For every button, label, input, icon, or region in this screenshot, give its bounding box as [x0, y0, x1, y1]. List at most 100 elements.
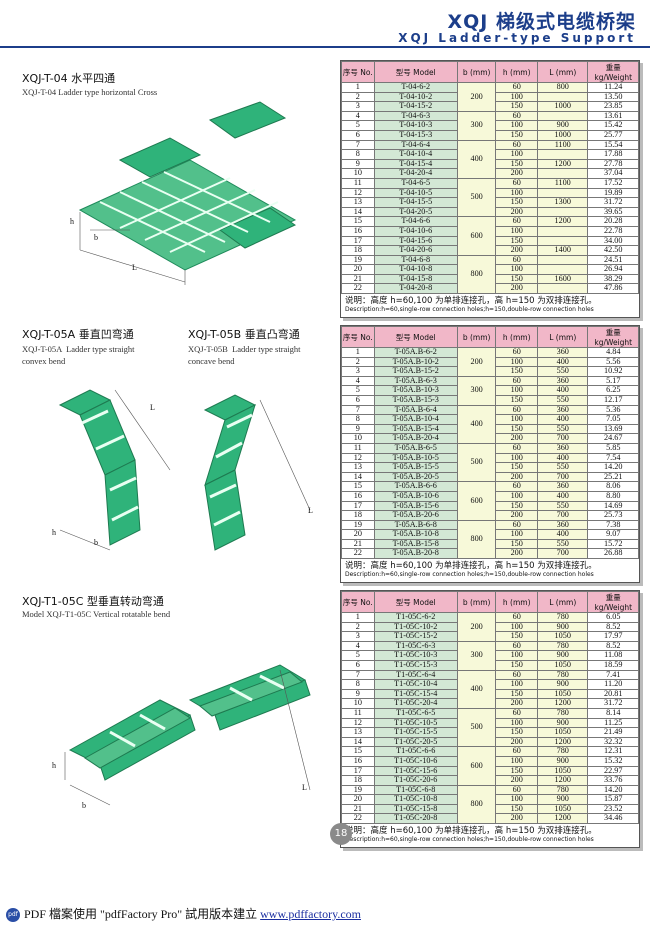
cell-no: 1 [341, 82, 375, 93]
cell-h: 200 [495, 510, 538, 521]
cell-weight: 12.31 [587, 746, 639, 757]
cell-no: 18 [341, 510, 375, 521]
cell-l: 550 [536, 394, 589, 406]
cell-h: 100 [495, 755, 538, 767]
column-header: L (mm) [536, 61, 589, 83]
section-title-2: XQJ-T-05B 垂直凸弯通 [188, 328, 300, 341]
cell-h: 200 [495, 245, 538, 256]
cell-model: T1-05C-15-5 [373, 727, 458, 738]
cell-weight: 17.97 [587, 631, 639, 642]
cell-h: 100 [495, 679, 538, 690]
page-number: 18 [330, 823, 352, 845]
table-note-en: Description:h=60,single-row connection h… [345, 306, 594, 314]
cell-l: 550 [536, 366, 589, 377]
cell-weight: 26.88 [587, 548, 639, 560]
cell-model: T-05A.B-20-4 [373, 433, 458, 444]
cell-h: 60 [495, 347, 538, 358]
cell-no: 6 [341, 394, 375, 406]
cell-h: 150 [495, 727, 538, 738]
cell-weight: 21.49 [587, 727, 639, 738]
cell-l [536, 254, 589, 266]
cell-h: 60 [495, 216, 538, 227]
cell-h: 60 [495, 481, 538, 492]
cell-l: 360 [536, 347, 589, 358]
cell-model: T-04-10-4 [373, 149, 458, 160]
cell-no: 8 [341, 679, 375, 690]
column-header: 重量 kg/Weight [587, 326, 639, 348]
column-header: 型号 Model [373, 326, 458, 348]
cell-b: 600 [456, 216, 497, 256]
cell-weight: 31.72 [587, 197, 639, 208]
cell-no: 10 [341, 433, 375, 444]
cell-weight: 8.06 [587, 481, 639, 492]
cell-h: 100 [495, 225, 538, 237]
cell-l: 360 [536, 481, 589, 492]
cell-b: 300 [456, 640, 497, 671]
fig-label-l: L [302, 783, 307, 792]
cell-l: 1000 [536, 129, 589, 141]
cell-h: 200 [495, 283, 538, 295]
cell-model: T-05A.B-20-6 [373, 510, 458, 521]
fig-label-b: b [94, 538, 98, 547]
cell-b: 200 [456, 612, 497, 642]
cell-no: 3 [341, 366, 375, 377]
fig-label-b: b [82, 801, 86, 810]
cell-l: 1050 [536, 659, 589, 671]
cell-h: 200 [495, 813, 538, 825]
cell-weight: 34.46 [587, 813, 639, 825]
cell-l [536, 264, 589, 275]
cell-h: 60 [495, 82, 538, 93]
cell-weight: 15.87 [587, 794, 639, 805]
cell-model: T-04-20-8 [373, 283, 458, 295]
cell-h: 150 [495, 462, 538, 473]
cell-model: T1-05C-6-2 [373, 612, 458, 623]
fig-label-l-2: L [308, 506, 313, 515]
fig-label-h: h [52, 761, 56, 770]
table-note: 说明：高度 h=60,100 为单排连接孔，高 h=150 为双排连接孔。 [345, 561, 597, 572]
cell-model: T-05A.B-15-2 [373, 366, 458, 377]
cell-h: 150 [495, 129, 538, 141]
column-header: b (mm) [456, 591, 497, 613]
cell-h: 100 [495, 414, 538, 425]
table-note-en: Description:h=60,single-row connection h… [345, 836, 594, 844]
cell-weight: 5.85 [587, 442, 639, 454]
cell-h: 100 [495, 264, 538, 275]
section-title: XQJ-T1-05C 型垂直转动弯通 [22, 595, 164, 608]
cell-weight: 14.20 [587, 462, 639, 473]
cell-h: 60 [495, 612, 538, 623]
cell-l: 1100 [536, 177, 589, 189]
cell-b: 800 [456, 254, 497, 295]
cell-weight: 10.92 [587, 366, 639, 377]
footer-link[interactable]: www.pdffactory.com [260, 907, 361, 921]
cell-no: 15 [341, 481, 375, 492]
rotatable-bend-figure: h b L [52, 664, 311, 810]
cell-no: 16 [341, 225, 375, 237]
cell-no: 10 [341, 698, 375, 709]
cell-no: 10 [341, 168, 375, 179]
cell-l: 360 [536, 442, 589, 454]
cell-l: 800 [536, 82, 589, 93]
cell-h: 150 [495, 101, 538, 112]
page-title-cn: XQJ 梯级式电缆桥架 [447, 11, 636, 33]
cell-no: 22 [341, 548, 375, 560]
cell-weight: 6.05 [587, 612, 639, 623]
cell-model: T-04-15-3 [373, 129, 458, 141]
cell-h: 60 [495, 177, 538, 189]
